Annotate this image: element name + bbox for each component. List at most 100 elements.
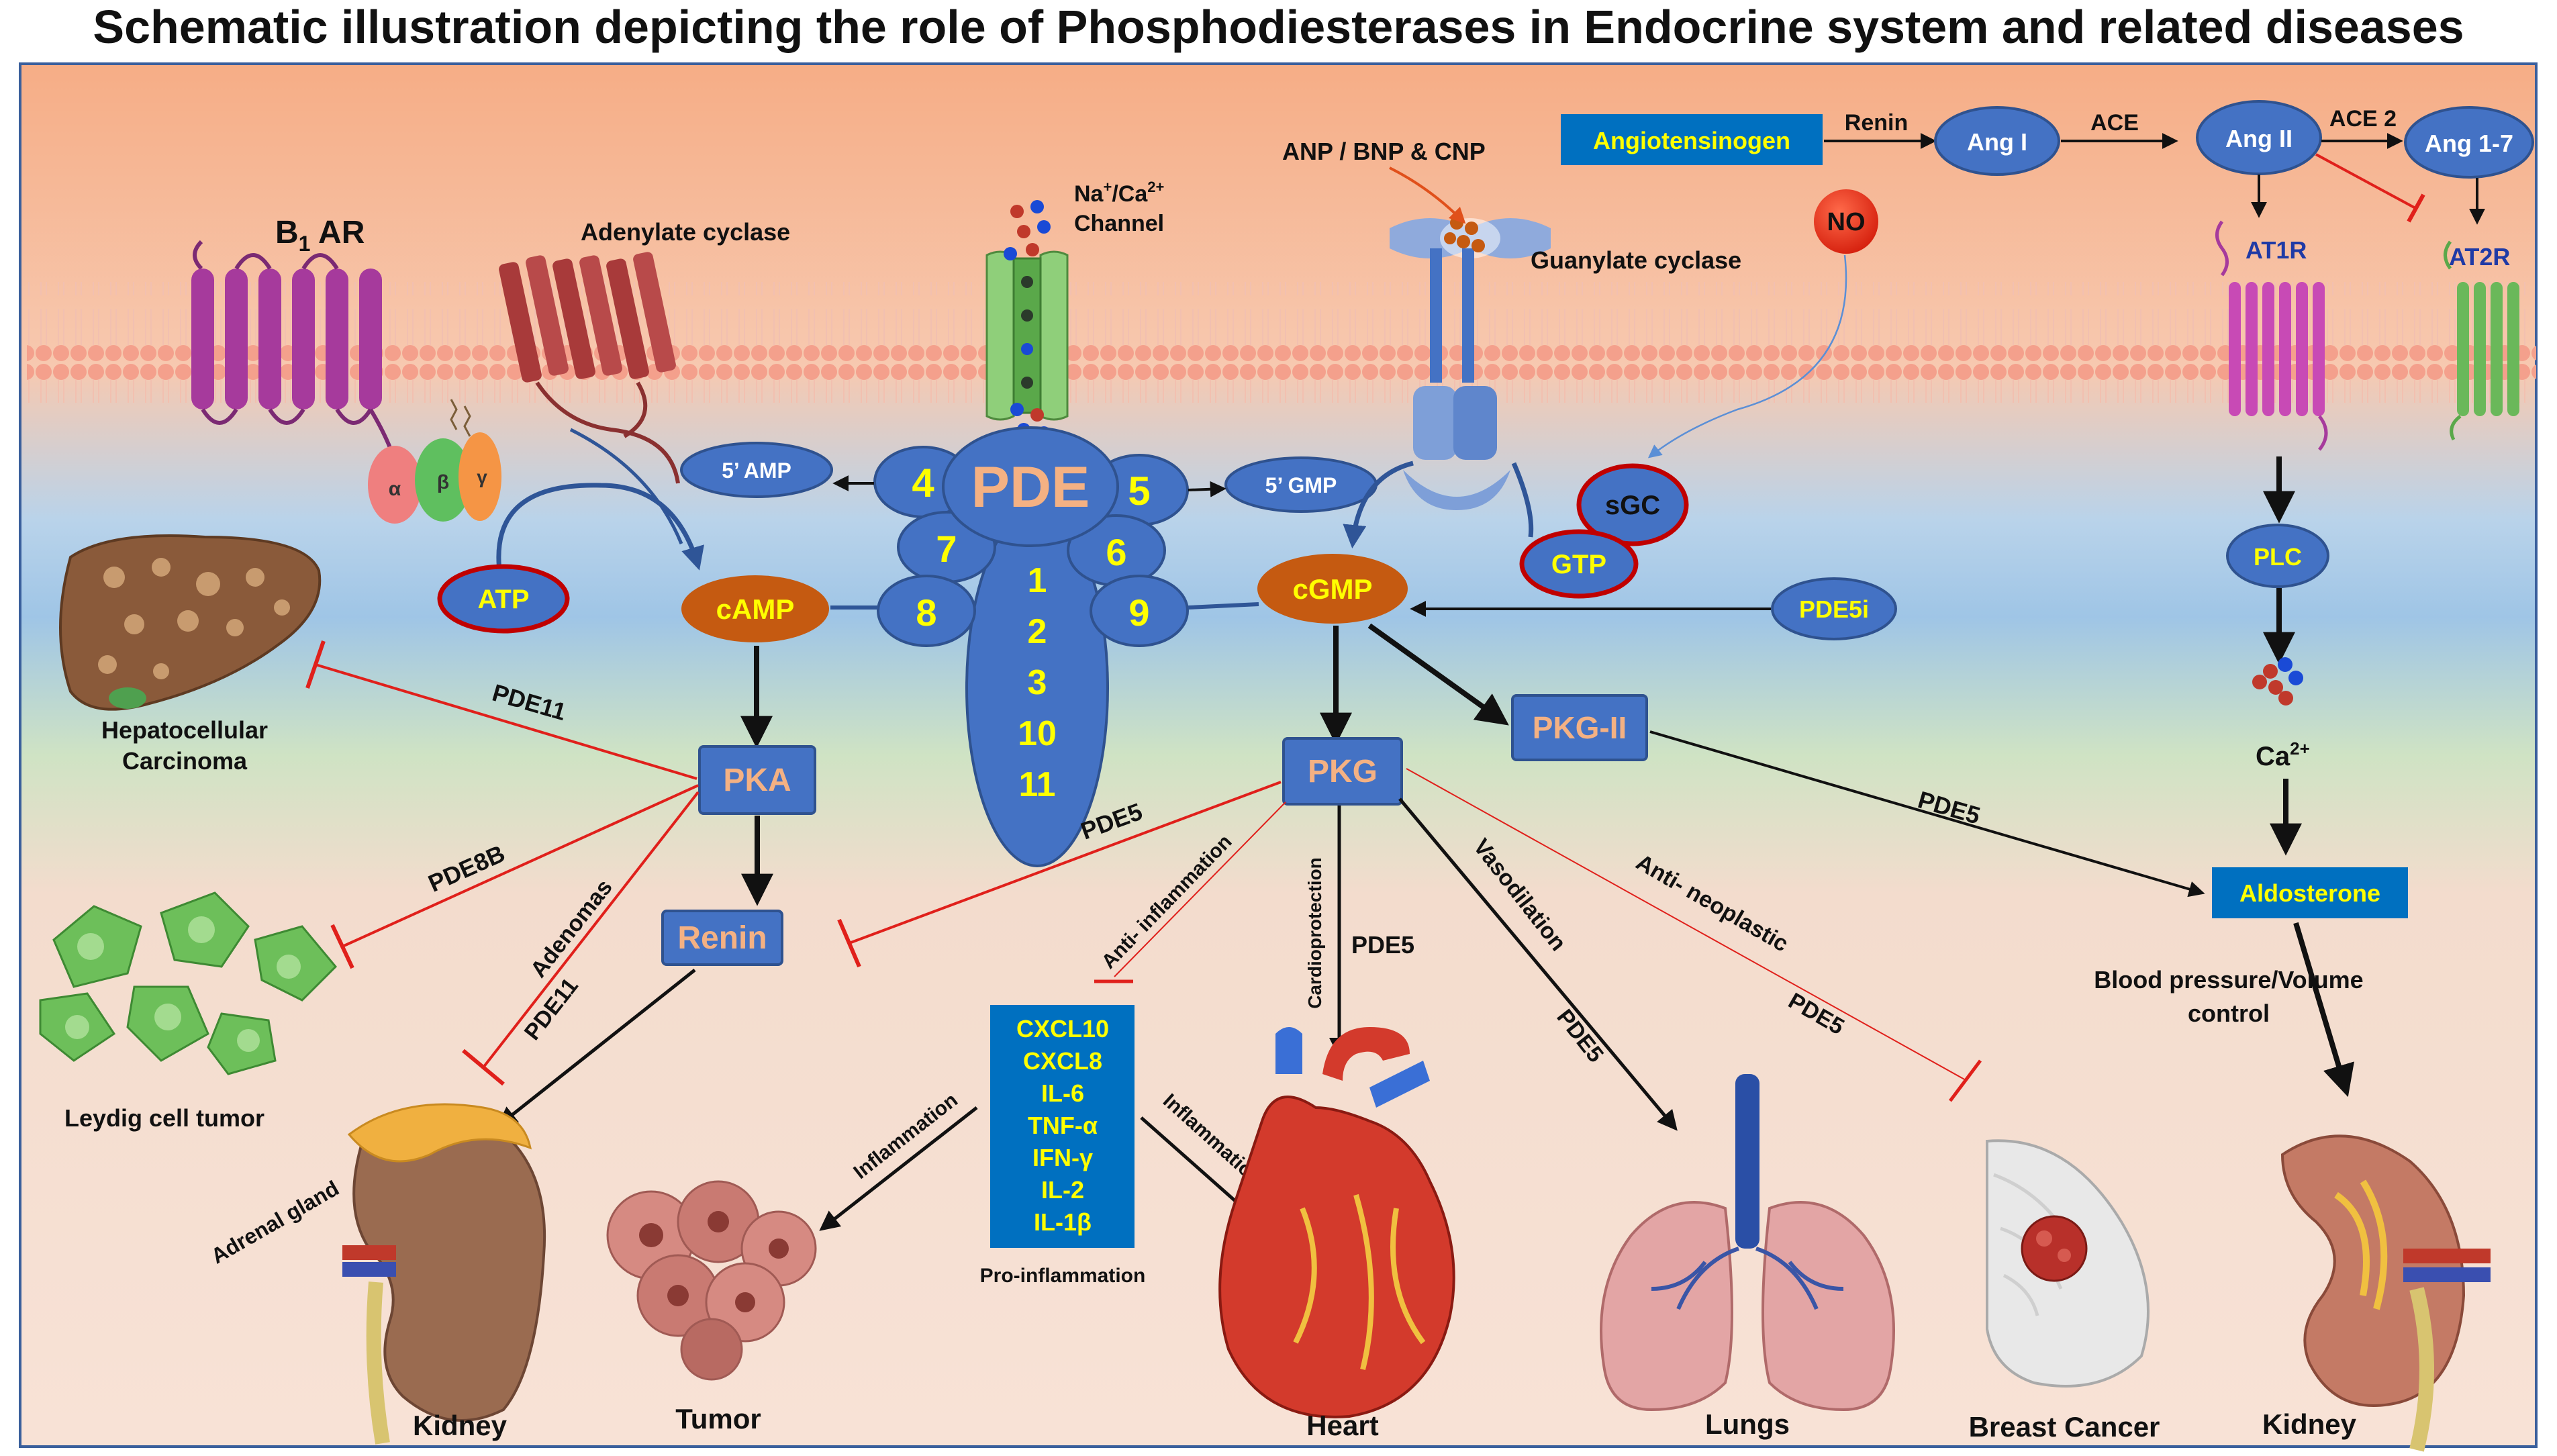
pde-stack-1: 1 bbox=[1028, 561, 1047, 600]
no-activation-arrow bbox=[1647, 254, 1847, 458]
atp-node bbox=[437, 564, 570, 634]
camp-label: cAMP bbox=[716, 593, 795, 625]
pka-leydig-inhibition bbox=[342, 784, 699, 948]
b1-adrenergic-receptor bbox=[191, 240, 399, 471]
cgmp-label: cGMP bbox=[1292, 573, 1372, 605]
pde-cluster bbox=[873, 426, 1189, 867]
pde8-label: 8 bbox=[916, 591, 936, 634]
pka-hcc-inhibition bbox=[315, 663, 697, 780]
g-protein-complex bbox=[368, 399, 501, 524]
renin-kidney-arrow bbox=[497, 969, 696, 1127]
channel-label-line2: Channel bbox=[1074, 211, 1164, 236]
ace-label: ACE bbox=[2090, 110, 2139, 136]
aldosterone-kidney-arrow bbox=[2293, 922, 2354, 1098]
pka-box bbox=[698, 745, 816, 815]
pkg-renin-inhibition-bar bbox=[837, 918, 861, 968]
cytokine-tnfa: TNF-α bbox=[1028, 1112, 1098, 1139]
cytokine-il1b: IL-1β bbox=[1034, 1208, 1092, 1236]
renin-cleave-label: Renin bbox=[1845, 110, 1908, 136]
tumor-label: Tumor bbox=[675, 1403, 761, 1435]
pro-inflammation-label: Pro-inflammation bbox=[980, 1265, 1146, 1287]
atp-camp-arrow bbox=[496, 483, 704, 577]
hcc-label-line1: Hepatocellular bbox=[101, 716, 268, 744]
pkg2-aldosterone-arrow bbox=[1649, 730, 2205, 897]
angiotensinogen-box bbox=[1561, 114, 1823, 165]
no-molecule bbox=[1814, 189, 1878, 254]
guanylate-cyclase bbox=[1390, 216, 1551, 510]
ang2-label: Ang II bbox=[2225, 125, 2293, 152]
sgc-label: sGC bbox=[1605, 491, 1660, 520]
b1ar-label: B1 AR bbox=[275, 215, 365, 256]
breast-cancer-illustration bbox=[1986, 1139, 2150, 1388]
ang2-node bbox=[2196, 100, 2322, 175]
cytokine-cxcl10: CXCL10 bbox=[1016, 1015, 1109, 1042]
ace2-label: ACE 2 bbox=[2329, 106, 2397, 132]
aldosterone-box bbox=[2212, 867, 2408, 918]
gmp5-label: 5’ GMP bbox=[1265, 473, 1337, 497]
pde5i-node bbox=[1771, 577, 1897, 640]
ang1-label: Ang I bbox=[1967, 128, 2027, 156]
heart-illustration bbox=[1218, 1027, 1455, 1418]
ac-camp-link bbox=[569, 428, 683, 544]
g-alpha-label: α bbox=[389, 478, 401, 500]
leydig-cells-illustration bbox=[39, 891, 338, 1075]
aldosterone-label: Aldosterone bbox=[2239, 879, 2380, 907]
lungs-label: Lungs bbox=[1705, 1408, 1790, 1440]
pde7-label: 7 bbox=[936, 528, 957, 570]
pde-stack-2: 2 bbox=[1028, 612, 1047, 651]
at2r-label: AT2R bbox=[2449, 243, 2510, 271]
pka-hcc-inhibition-bar bbox=[305, 640, 326, 689]
gc-cgmp-arrow bbox=[1343, 460, 1414, 548]
pkg-box bbox=[1282, 737, 1403, 806]
sgc-node bbox=[1576, 463, 1689, 546]
cytokine-box bbox=[990, 1005, 1135, 1248]
pkg2-box bbox=[1511, 694, 1648, 761]
natriuretic-peptides-label: ANP / BNP & CNP bbox=[1282, 138, 1486, 165]
ang2-at2r-inhibition bbox=[2315, 153, 2416, 209]
g-gamma-label: γ bbox=[477, 467, 487, 487]
adenylate-cyclase bbox=[499, 252, 680, 484]
at1r-label: AT1R bbox=[2246, 236, 2307, 264]
natriuretic-binding-arrow bbox=[1389, 166, 1466, 224]
gtp-gc-link bbox=[1511, 462, 1534, 538]
pkg2-label: PKG-II bbox=[1533, 710, 1627, 745]
ang1-node bbox=[1934, 106, 2060, 176]
pka-label: PKA bbox=[723, 763, 791, 798]
page-title: Schematic illustration depicting the rol… bbox=[93, 1, 2464, 53]
pde5-label: 5 bbox=[1128, 469, 1150, 514]
amp5-label: 5’ AMP bbox=[722, 458, 791, 483]
plc-node bbox=[2226, 524, 2329, 588]
guanylate-cyclase-label: Guanylate cyclase bbox=[1531, 246, 1741, 274]
cytokine-tumor-arrow bbox=[819, 1106, 978, 1231]
pkg-breast-inhibition bbox=[1406, 768, 1968, 1081]
cgmp-node bbox=[1257, 554, 1408, 624]
pde-center-label: PDE bbox=[971, 455, 1090, 520]
cytokine-ifng: IFN-γ bbox=[1032, 1144, 1093, 1171]
pde4-label: 4 bbox=[912, 460, 934, 505]
cytokine-il2: IL-2 bbox=[1041, 1176, 1084, 1204]
adenylate-cyclase-label: Adenylate cyclase bbox=[581, 218, 790, 246]
atp-label: ATP bbox=[477, 585, 529, 614]
pkg-renin-inhibition bbox=[849, 781, 1282, 944]
right-kidney-illustration bbox=[2280, 1134, 2491, 1452]
ang17-label: Ang 1-7 bbox=[2425, 130, 2513, 157]
no-label: NO bbox=[1827, 208, 1866, 236]
cytokine-cxcl8: CXCL8 bbox=[1023, 1047, 1102, 1075]
pka-adrenal-inhibition bbox=[482, 791, 699, 1069]
angiotensinogen-label: Angiotensinogen bbox=[1593, 127, 1790, 154]
bp-label-line2: control bbox=[2188, 1000, 2270, 1027]
liver-illustration bbox=[59, 534, 322, 711]
cell-membrane bbox=[27, 282, 2536, 403]
channel-label-line1: Na+/Ca2+ bbox=[1074, 179, 1164, 207]
hcc-label-line2: Carcinoma bbox=[122, 747, 248, 775]
camp-node bbox=[681, 575, 829, 642]
left-kidney-illustration bbox=[342, 1103, 546, 1445]
pkg-breast-inhibition-bar bbox=[1949, 1059, 1982, 1102]
lungs-illustration bbox=[1600, 1074, 1895, 1412]
pka-leydig-inhibition-bar bbox=[330, 924, 354, 969]
gtp-node bbox=[1519, 529, 1639, 599]
bp-label-line1: Blood pressure/Volume bbox=[2094, 966, 2363, 993]
ang2-at2r-inhibition-bar bbox=[2407, 193, 2425, 223]
tumor-illustration bbox=[606, 1180, 817, 1381]
at2r-receptor bbox=[2444, 240, 2519, 441]
